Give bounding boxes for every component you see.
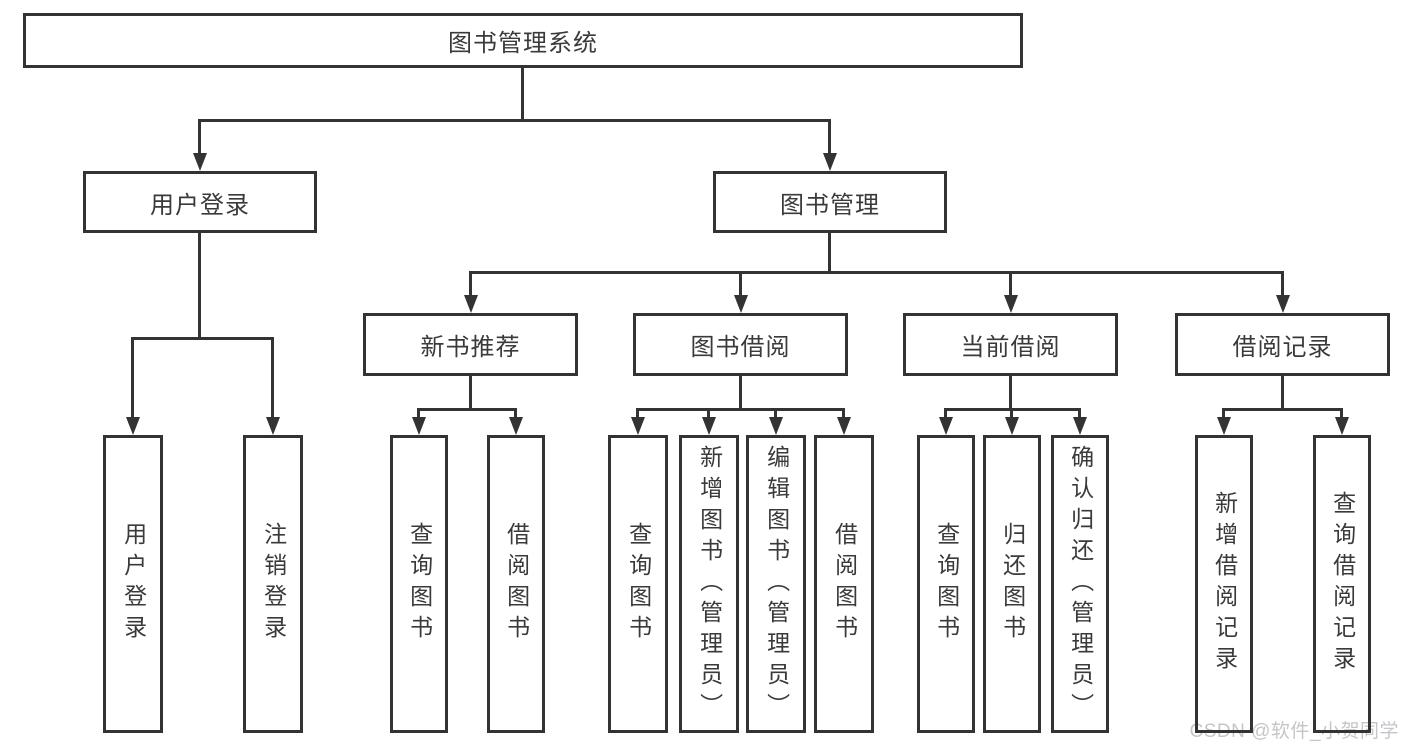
node-current-borrow: 当前借阅	[903, 313, 1118, 376]
node-book-management: 图书管理	[713, 171, 947, 233]
leaf-borrow-books: 借阅图书	[814, 435, 874, 733]
connector-level3-rail	[469, 271, 1284, 274]
node-new-book-recommend-label: 新书推荐	[420, 334, 521, 361]
connector-to-book-borrow	[739, 271, 742, 298]
node-current-borrow-label: 当前借阅	[960, 334, 1061, 361]
leaf-logout-label: 注销登录	[260, 522, 287, 646]
connector-drop	[1340, 408, 1343, 421]
node-book-management-label: 图书管理	[780, 191, 880, 219]
node-library-system: 图书管理系统	[23, 13, 1023, 68]
leaf-add-book-admin-label: 新增图书（管理员）	[696, 444, 723, 724]
leaf-query-borrow-record-label: 查询借阅记录	[1329, 491, 1356, 677]
arrow-down-icon	[266, 417, 280, 435]
leaf-query-books-current-label: 查询图书	[933, 522, 960, 646]
arrow-down-icon	[631, 417, 645, 435]
connector-drop	[842, 408, 845, 421]
connector-drop	[417, 408, 420, 421]
arrow-down-icon	[1335, 417, 1349, 435]
leaf-logout: 注销登录	[243, 435, 303, 733]
connector-level2-rail	[198, 119, 831, 122]
node-library-system-label: 图书管理系统	[448, 30, 598, 57]
connector-user-login-stem	[198, 233, 201, 340]
connector-book-borrow-rail	[636, 408, 845, 411]
arrow-down-icon	[702, 417, 716, 435]
leaf-borrow-books-recommend-label: 借阅图书	[503, 522, 530, 646]
arrow-down-icon	[769, 417, 783, 435]
connector-drop	[774, 408, 777, 421]
node-borrow-records-label: 借阅记录	[1232, 334, 1333, 361]
leaf-confirm-return-admin: 确认归还（管理员）	[1051, 435, 1109, 733]
arrow-down-icon	[126, 417, 140, 435]
connector-to-borrow-records	[1281, 271, 1284, 298]
connector-to-new-book	[469, 271, 472, 298]
leaf-user-login: 用户登录	[103, 435, 163, 733]
connector-new-book-rail	[417, 408, 517, 411]
leaf-add-book-admin: 新增图书（管理员）	[679, 435, 739, 733]
connector-user-login-rail	[131, 337, 274, 340]
connector-borrow-records-stem	[1281, 376, 1284, 411]
arrow-down-icon	[734, 295, 748, 313]
arrow-down-icon	[837, 417, 851, 435]
leaf-edit-book-admin: 编辑图书（管理员）	[746, 435, 806, 733]
connector-root-stem	[521, 68, 524, 122]
connector-to-leaf-logout	[271, 337, 274, 420]
leaf-borrow-books-label: 借阅图书	[831, 522, 858, 646]
connector-to-book-mgmt	[828, 119, 831, 156]
connector-to-leaf-user-login	[131, 337, 134, 420]
csdn-watermark: CSDN @软件_小贺同学	[1189, 721, 1399, 742]
connector-drop	[514, 408, 517, 421]
connector-drop	[707, 408, 710, 421]
connector-borrow-records-rail	[1222, 408, 1343, 411]
connector-drop	[1078, 408, 1081, 421]
leaf-return-book: 归还图书	[983, 435, 1041, 733]
connector-book-mgmt-stem	[828, 233, 831, 273]
arrow-down-icon	[464, 295, 478, 313]
node-new-book-recommend: 新书推荐	[363, 313, 578, 376]
leaf-add-borrow-record: 新增借阅记录	[1195, 435, 1253, 733]
leaf-query-books-current: 查询图书	[917, 435, 975, 733]
connector-drop	[1222, 408, 1225, 421]
connector-current-borrow-stem	[1009, 376, 1012, 411]
connector-new-book-stem	[469, 376, 472, 411]
connector-book-borrow-stem	[739, 376, 742, 411]
connector-to-current-borrow	[1009, 271, 1012, 298]
arrow-down-icon	[1276, 295, 1290, 313]
node-user-login: 用户登录	[83, 171, 317, 233]
connector-drop	[1010, 408, 1013, 421]
leaf-confirm-return-admin-label: 确认归还（管理员）	[1067, 444, 1094, 724]
leaf-edit-book-admin-label: 编辑图书（管理员）	[763, 444, 790, 724]
leaf-add-borrow-record-label: 新增借阅记录	[1211, 491, 1238, 677]
leaf-query-books-borrow-label: 查询图书	[625, 522, 652, 646]
leaf-query-books-recommend-label: 查询图书	[406, 522, 433, 646]
leaf-borrow-books-recommend: 借阅图书	[487, 435, 545, 733]
node-user-login-label: 用户登录	[150, 191, 250, 219]
leaf-query-books-borrow: 查询图书	[608, 435, 668, 733]
arrow-down-icon	[509, 417, 523, 435]
arrow-down-icon	[193, 153, 207, 171]
arrow-down-icon	[1004, 295, 1018, 313]
connector-drop	[944, 408, 947, 421]
arrow-down-icon	[412, 417, 426, 435]
arrow-down-icon	[823, 153, 837, 171]
leaf-query-borrow-record: 查询借阅记录	[1313, 435, 1371, 733]
connector-to-user-login	[198, 119, 201, 156]
arrow-down-icon	[1217, 417, 1231, 435]
node-borrow-records: 借阅记录	[1175, 313, 1390, 376]
arrow-down-icon	[1005, 417, 1019, 435]
node-book-borrow: 图书借阅	[633, 313, 848, 376]
leaf-query-books-recommend: 查询图书	[390, 435, 448, 733]
arrow-down-icon	[1073, 417, 1087, 435]
leaf-return-book-label: 归还图书	[999, 522, 1026, 646]
node-book-borrow-label: 图书借阅	[690, 334, 791, 361]
leaf-user-login-label: 用户登录	[120, 522, 147, 646]
connector-drop	[636, 408, 639, 421]
arrow-down-icon	[939, 417, 953, 435]
